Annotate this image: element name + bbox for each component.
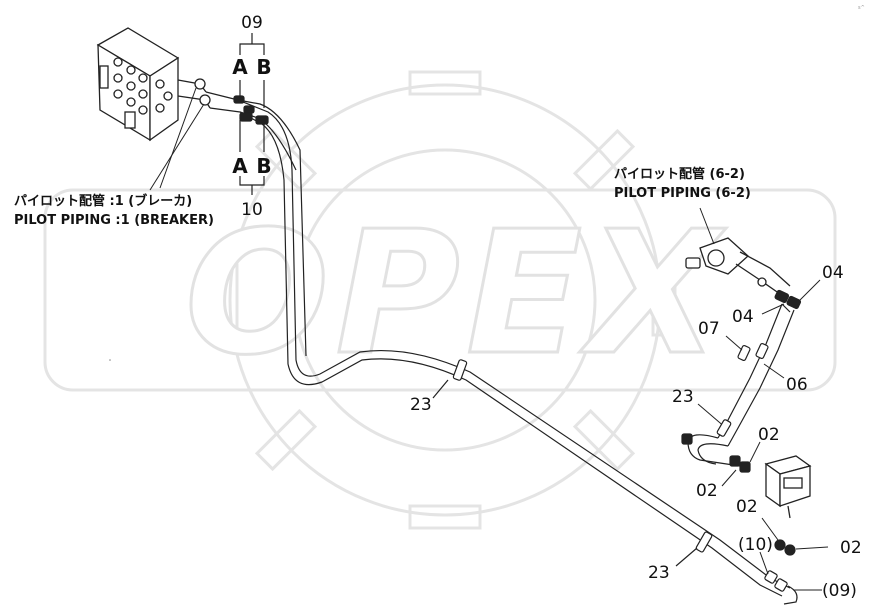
solenoid-valve [764,455,812,519]
leader-04-a [799,279,821,301]
label-bottom-b: B [256,154,271,178]
callout-23-bottom: 23 [648,563,670,583]
clamp-23-bottom [675,531,713,567]
fittings-ab [233,95,269,125]
leader-breaker-a [159,87,197,189]
callout-06: 06 [786,375,808,395]
leader-pilot [699,207,715,245]
callout-02-c: 02 [736,497,758,517]
bracket-09 [239,33,265,108]
callout-23-right: 23 [672,387,694,407]
callout-02-a: 02 [758,425,780,445]
callout-02-d: 02 [840,538,862,558]
callout-04-a: 04 [822,263,844,283]
fittings-06-07 [737,343,769,361]
bracket-10 [239,120,265,195]
leader-10-ref [759,551,769,575]
control-valve [96,27,211,142]
label-bottom-a: A [232,154,248,178]
leader-06 [763,363,785,379]
caption-pilot-jp: パイロット配管 (6-2) [614,166,745,182]
callout-07: 07 [698,319,720,339]
callout-23-left: 23 [410,395,432,415]
leader-07 [725,335,743,351]
label-09: 09 [241,13,263,33]
pilot-valve [685,237,791,295]
leader-02-d [795,546,829,550]
leader-breaker-b [149,103,205,191]
caption-breaker-en: PILOT PIPING :1 (BREAKER) [14,213,214,228]
leader-02-c [761,517,779,541]
caption-pilot-en: PILOT PIPING (6-2) [614,186,751,201]
leader-02-a [749,441,761,463]
leader-02-b [721,469,737,487]
label-top-b: B [256,55,271,79]
fittings-02 [681,433,796,556]
callout-02-b: 02 [696,481,718,501]
label-top-a: A [232,55,248,79]
watermark-gear [213,70,677,530]
corner-mark: s^ [858,5,865,11]
hose-ends-bottom [764,570,798,605]
watermark-text: OPEX [185,195,727,393]
callout-09-ref: (09) [822,581,857,601]
speck [109,359,111,361]
caption-breaker-jp: パイロット配管 :1 (ブレーカ) [14,193,192,209]
label-10: 10 [241,200,263,220]
clamp-23-left [432,359,468,399]
hose-bundle-main [205,91,791,597]
fittings-04 [774,289,802,310]
callout-10-ref: (10) [738,535,773,555]
clamp-23-right [716,419,732,437]
callout-04-b: 04 [732,307,754,327]
leader-04-b [761,303,785,315]
